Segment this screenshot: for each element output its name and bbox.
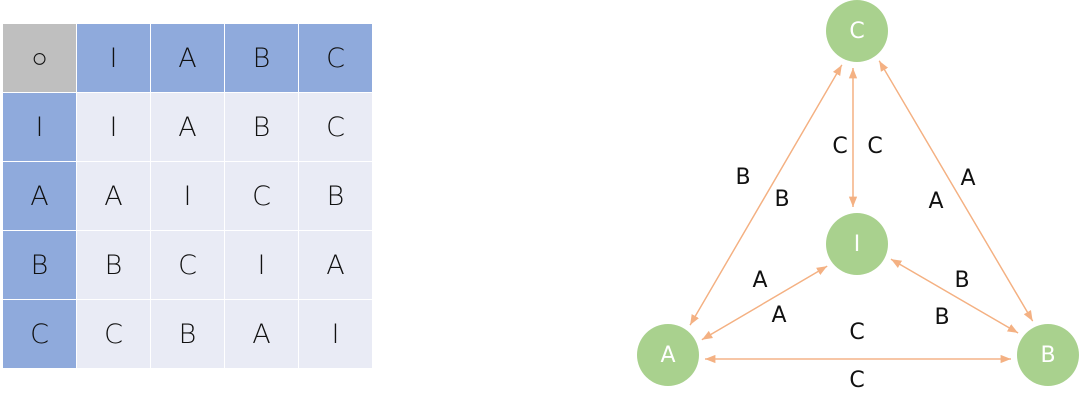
node-a bbox=[637, 324, 699, 386]
table-corner-symbol: ○ bbox=[2, 23, 77, 93]
table-cell: A bbox=[76, 161, 151, 231]
table-cell: C bbox=[76, 299, 151, 369]
table-cell: C bbox=[298, 92, 373, 162]
node-i bbox=[826, 213, 888, 275]
node-label: A bbox=[660, 343, 675, 368]
edge-label: C bbox=[849, 320, 864, 345]
row-header: C bbox=[2, 299, 77, 369]
table-cell: C bbox=[224, 161, 299, 231]
table-cell: C bbox=[150, 230, 225, 300]
table-cell: I bbox=[224, 230, 299, 300]
edge-label: A bbox=[752, 268, 767, 293]
cayley-table: ○ I A B C I I A B C A A I C B B B C I A … bbox=[2, 23, 373, 369]
edge-label: B bbox=[954, 268, 969, 293]
table-cell: A bbox=[150, 92, 225, 162]
node-c bbox=[826, 0, 888, 62]
edge-label: A bbox=[928, 189, 943, 214]
table-row: B B C I A bbox=[2, 230, 373, 300]
table-row: C C B A I bbox=[2, 299, 373, 369]
col-header: C bbox=[298, 23, 373, 93]
row-header: I bbox=[2, 92, 77, 162]
edge-label: C bbox=[832, 134, 847, 159]
row-header: B bbox=[2, 230, 77, 300]
node-label: I bbox=[854, 232, 861, 257]
edge-label: A bbox=[771, 303, 786, 328]
node-b bbox=[1017, 324, 1079, 386]
table-cell: I bbox=[76, 92, 151, 162]
col-header: A bbox=[150, 23, 225, 93]
edge-label: B bbox=[774, 187, 789, 212]
table-cell: B bbox=[224, 92, 299, 162]
table-cell: B bbox=[150, 299, 225, 369]
table-cell: A bbox=[224, 299, 299, 369]
col-header: B bbox=[224, 23, 299, 93]
edge-arrow-c-to-b bbox=[878, 60, 1034, 322]
edge-arrow-i-to-b bbox=[890, 258, 1019, 334]
node-label: C bbox=[849, 19, 864, 44]
table-cell: I bbox=[150, 161, 225, 231]
table-cell: B bbox=[298, 161, 373, 231]
edge-label: C bbox=[849, 368, 864, 393]
table-row: I I A B C bbox=[2, 92, 373, 162]
row-header: A bbox=[2, 161, 77, 231]
edge-arrow-i-to-a bbox=[701, 265, 828, 341]
table-row: A A I C B bbox=[2, 161, 373, 231]
node-label: B bbox=[1040, 343, 1055, 368]
node-layer: C I A B bbox=[637, 0, 1079, 386]
edge-label: C bbox=[867, 134, 882, 159]
edge-label: B bbox=[735, 165, 750, 190]
table-cell: I bbox=[298, 299, 373, 369]
table-cell: A bbox=[298, 230, 373, 300]
edge-arrow-c-to-a bbox=[689, 64, 843, 326]
edge-label: A bbox=[960, 166, 975, 191]
edge-label: B bbox=[934, 305, 949, 330]
table-header-row: ○ I A B C bbox=[2, 23, 373, 93]
